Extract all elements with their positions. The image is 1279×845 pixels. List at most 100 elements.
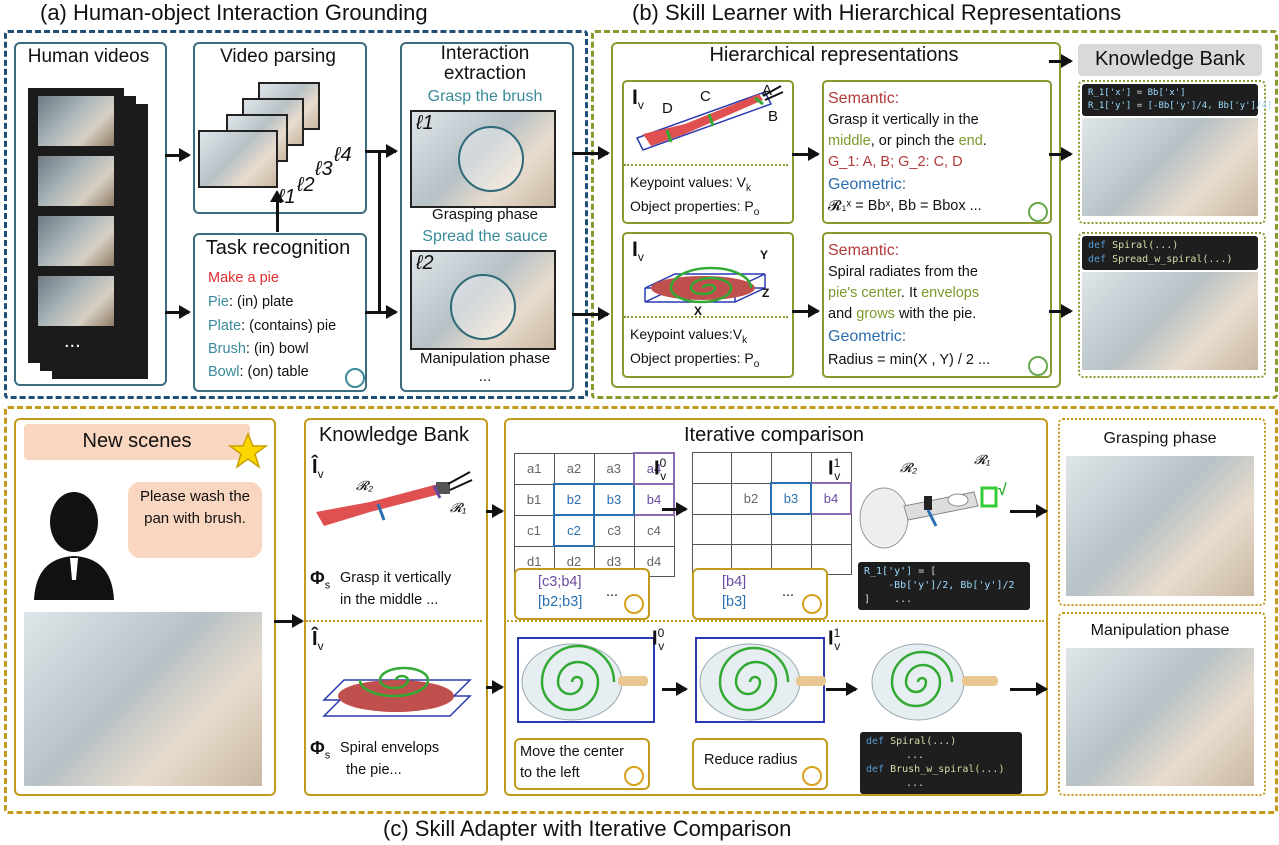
kb-robot-photo-1 xyxy=(1082,118,1258,216)
keypoint-b: B xyxy=(768,108,779,125)
object-properties-1: Object properties: Po xyxy=(630,198,760,218)
interaction-extraction-title: Interaction extraction xyxy=(440,43,530,84)
kb-code-1: R_1['x'] = Bb['x'] R_1['y'] = [-Bb['y']/… xyxy=(1082,84,1272,116)
check-icon: √ xyxy=(998,482,1007,499)
segment-l4: ℓ4 xyxy=(334,144,352,166)
grid-cell xyxy=(810,513,852,545)
task-recognition-title: Task recognition xyxy=(205,237,351,259)
frame2-label: ℓ2 xyxy=(416,252,434,274)
semantic1-groups: G_1: A, B; G_2: C, D xyxy=(828,154,963,170)
grid-cell xyxy=(731,513,772,545)
iv0-label-1: I0v xyxy=(654,456,667,483)
phi-1: Φs xyxy=(310,568,331,592)
divider-1 xyxy=(624,164,788,166)
segment-l2: ℓ2 xyxy=(297,174,315,196)
grid-cell: a4 xyxy=(633,452,675,485)
kb-entry-2 xyxy=(1078,232,1266,378)
grid-cell: b3 xyxy=(593,483,635,516)
iv-label-1: Iv xyxy=(632,86,644,113)
openai-icon xyxy=(624,766,644,786)
semantic-geometric-box-1 xyxy=(822,80,1052,224)
geometric-label-1: Geometric: xyxy=(828,176,907,193)
video-parsing-title: Video parsing xyxy=(220,46,336,67)
new-scenes-header xyxy=(24,424,250,460)
iv1-label-1: I1v xyxy=(828,456,841,483)
grid-cell: b1 xyxy=(514,483,555,516)
parse-frame-1 xyxy=(198,130,278,188)
spread-zoom-circle xyxy=(450,274,516,340)
manipulation-phase-label: Manipulation phase xyxy=(419,350,551,367)
grasping-result-box xyxy=(1058,418,1266,606)
selection2-line2: [b3] xyxy=(722,594,747,610)
object-properties-2: Object properties: Po xyxy=(630,350,760,370)
phi2-text-line2: the pie... xyxy=(346,762,402,778)
section-c-title: (c) Skill Adapter with Iterative Compari… xyxy=(383,816,792,841)
grid-cell xyxy=(770,513,812,545)
grid-cell: b2 xyxy=(731,482,772,515)
selection2-line1: [b4] xyxy=(722,574,747,590)
section-a-title: (a) Human-object Interaction Grounding xyxy=(40,0,428,25)
semantic-label-1: Semantic: xyxy=(828,90,900,107)
grid-cell xyxy=(770,452,812,484)
video-frame-2 xyxy=(38,156,114,206)
star-icon xyxy=(228,432,268,469)
task-make-pie: Make a pie xyxy=(208,270,279,286)
segment-l3: ℓ3 xyxy=(315,158,333,180)
video-frame-1 xyxy=(38,96,114,146)
arrow-iter-grasp xyxy=(1010,504,1048,518)
r2-label: 𝓡₂ xyxy=(356,478,374,493)
grasp-brush-label: Grasp the brush xyxy=(427,88,543,105)
brush-result-figure xyxy=(859,486,998,549)
task-recognition-panel xyxy=(193,233,367,392)
axis-z: Z xyxy=(762,286,770,300)
openai-icon xyxy=(345,368,365,388)
adapted-code-2: def Spiral(...) ... def Brush_w_spiral(.… xyxy=(860,732,1022,794)
connector-vertical xyxy=(378,150,381,312)
grid-cell xyxy=(731,452,772,484)
grid-cell xyxy=(692,482,732,515)
relation-plate: Plate: (contains) pie xyxy=(208,318,337,334)
arrow-kp1-sem1 xyxy=(792,147,820,161)
semantic2-line3: and grows with the pie. xyxy=(828,306,977,322)
iv-hat-1: Îv xyxy=(312,456,324,481)
arrow-sem1-kb xyxy=(1049,147,1073,161)
hierarchical-title: Hierarchical representations xyxy=(709,44,959,66)
openai-icon xyxy=(1028,202,1048,222)
section-b-title: (b) Skill Learner with Hierarchical Repr… xyxy=(632,0,1122,25)
selection1-more: ... xyxy=(606,584,619,600)
arrow-iter-manip xyxy=(1010,682,1048,696)
geometric2-formula: Radius = min(X , Y) / 2 ... xyxy=(828,352,991,368)
video-frame-4 xyxy=(38,276,114,326)
arrow-hier-kb xyxy=(1049,54,1073,68)
grid-cell: b4 xyxy=(810,482,852,515)
arrow-scene-kb xyxy=(274,614,304,628)
grasp-zoom-circle xyxy=(458,126,524,192)
axis-x: X xyxy=(694,304,703,318)
knowledge-bank-title: Knowledge Bank xyxy=(1094,48,1246,70)
phi1-text-line2: in the middle ... xyxy=(340,592,439,608)
r1-result-label: 𝓡₁ xyxy=(974,452,991,467)
phi2-text-line1: Spiral envelops xyxy=(340,740,440,756)
new-scenes-title: New scenes xyxy=(82,430,192,452)
grid-cell: b2 xyxy=(553,483,595,516)
kb-robot-photo-2 xyxy=(1082,272,1258,370)
grid-cell: a2 xyxy=(553,452,595,485)
semantic2-line2: pie's center. It envelops xyxy=(828,285,980,301)
keypoint-d: D xyxy=(662,100,673,117)
iv-hat-2: Îv xyxy=(312,628,324,653)
adapted-code-1: R_1['y'] = [ -Bb['y']/2, Bb['y']/2 ] ... xyxy=(858,562,1030,610)
brush-keypoint-figure xyxy=(635,85,784,151)
arrow-sem2-kb xyxy=(1049,304,1073,318)
feedback1-line1: Move the center xyxy=(520,744,624,760)
geometric-label-2: Geometric: xyxy=(828,328,907,345)
frame1-label: ℓ1 xyxy=(416,112,434,134)
arrow-spiral0-spiral1 xyxy=(662,682,688,696)
semantic1-line1: Grasp it vertically in the xyxy=(828,112,979,128)
grid-cell: c3 xyxy=(593,514,635,547)
selection1-line1: [c3;b4] xyxy=(538,574,582,590)
arrow-iter0-iter1 xyxy=(662,502,688,516)
keypoint-c: C xyxy=(700,88,711,105)
grid-cell: c1 xyxy=(514,514,555,547)
semantic-geometric-box-2 xyxy=(822,232,1052,378)
phi-2: Φs xyxy=(310,738,331,762)
